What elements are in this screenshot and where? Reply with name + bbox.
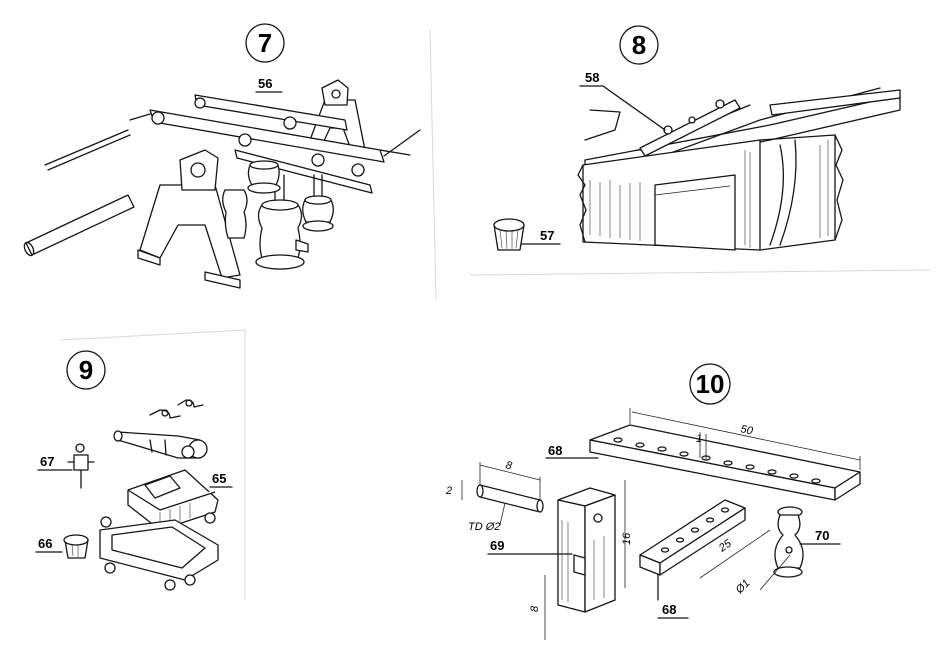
part-56-callout: 56	[256, 76, 282, 92]
part-68-label-top: 68	[548, 443, 562, 458]
step-8-badge: 8	[620, 26, 658, 64]
step-9-number: 9	[79, 355, 93, 385]
part-68-label-bottom: 68	[662, 602, 676, 617]
part-66-callout: 66	[36, 536, 62, 552]
part-58-callout: 58	[580, 70, 665, 130]
part-69-bitt-post: 16 8	[529, 480, 633, 640]
step-7-number: 7	[258, 28, 272, 58]
pump-barrel-mid	[248, 161, 280, 193]
step-10-badge: 10	[690, 364, 730, 404]
dim-pin-dia-2: 2	[445, 485, 452, 497]
cap-squares	[150, 400, 203, 418]
step-10-panel: 10 50	[445, 364, 860, 640]
step-9-badge: 9	[67, 351, 105, 389]
part-67-callout: 67	[38, 454, 72, 470]
dim-height-16: 16	[621, 532, 633, 545]
cannon-barrel	[114, 431, 207, 458]
step-10-number: 10	[696, 369, 725, 399]
part-67-eyebolt	[68, 444, 94, 488]
step-7-panel: 7	[22, 24, 420, 288]
deck-section	[578, 88, 900, 250]
dim-length-25: 25	[716, 537, 734, 555]
step-7-badge: 7	[246, 24, 284, 62]
part-66-label: 66	[38, 536, 52, 551]
part-65-callout: 65	[210, 471, 232, 487]
loose-rod-thin	[45, 130, 130, 170]
step-8-panel: 8	[494, 26, 900, 250]
part-70-label: 70	[815, 528, 829, 543]
dim-pin-length-8: 8	[504, 459, 514, 472]
pump-assembly	[130, 80, 420, 288]
part-69-label: 69	[490, 538, 504, 553]
carriage-base	[100, 517, 218, 590]
dim-hole-1: 1	[696, 433, 702, 445]
part-68-rail-short: 25	[640, 500, 770, 578]
pump-barrel-back	[303, 175, 334, 231]
dim-td-dia-2: TD Ø2	[468, 521, 500, 533]
part-68-callout-bottom: 68	[658, 575, 688, 618]
part-69-pin: 8 2 TD Ø2	[445, 459, 543, 533]
part-57-bucket	[494, 219, 524, 250]
part-68-rail-long: 50 1	[590, 408, 860, 500]
part-67-label: 67	[40, 454, 54, 469]
step-9-panel: 9 65	[36, 351, 232, 590]
part-70-callout: 70	[800, 528, 840, 544]
step-8-number: 8	[632, 30, 646, 60]
part-57-callout: 57	[522, 228, 560, 244]
part-58-label: 58	[585, 70, 599, 85]
dim-dia-1: Ø1	[733, 577, 753, 597]
part-56-label: 56	[258, 76, 272, 91]
part-57-label: 57	[540, 228, 554, 243]
part-66-bucket	[64, 535, 88, 558]
loose-rod-thick	[22, 195, 134, 257]
dim-height-8: 8	[529, 605, 541, 612]
part-65-label: 65	[212, 471, 226, 486]
